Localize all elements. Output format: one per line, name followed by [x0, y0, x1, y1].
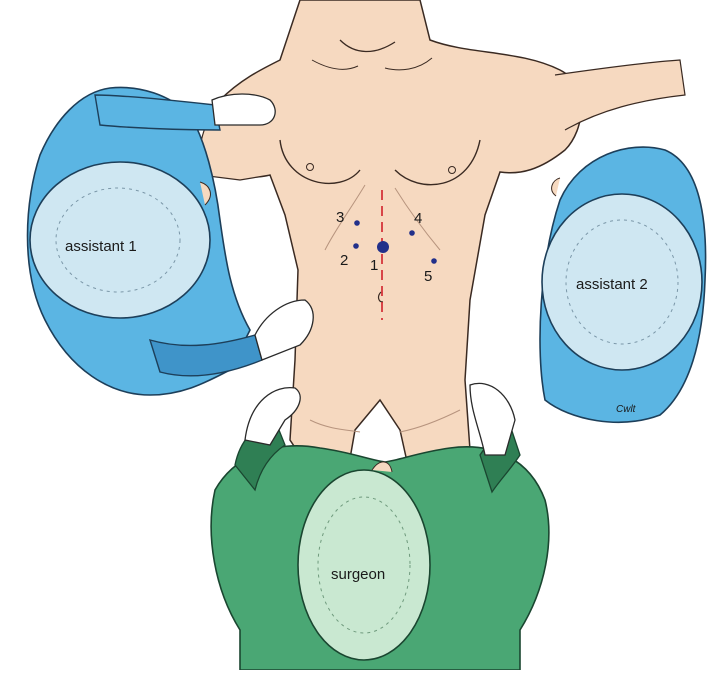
- assistant-1-top-glove: [212, 94, 275, 125]
- port-label-1: 1: [370, 257, 378, 274]
- surgeon-figure: surgeon: [211, 383, 549, 670]
- port-2-dot: [353, 243, 359, 249]
- port-4-dot: [409, 230, 415, 236]
- assistant-2-label: assistant 2: [576, 276, 648, 293]
- assistant-2-nose: [552, 178, 560, 196]
- assistant-1-label: assistant 1: [65, 238, 137, 255]
- surgeon-right-glove: [470, 383, 515, 455]
- assistant-2-figure: assistant 2 Cwlt: [540, 147, 706, 422]
- assistant-1-upper-arm: [95, 95, 220, 130]
- surgeon-label: surgeon: [331, 566, 385, 583]
- port-1-dot: [377, 241, 389, 253]
- port-3-dot: [354, 220, 360, 226]
- port-label-5: 5: [424, 268, 432, 285]
- right-arm: [555, 60, 685, 130]
- artist-signature: Cwlt: [616, 404, 637, 415]
- port-label-4: 4: [414, 210, 422, 227]
- port-label-3: 3: [336, 209, 344, 226]
- port-5-dot: [431, 258, 437, 264]
- port-label-2: 2: [340, 252, 348, 269]
